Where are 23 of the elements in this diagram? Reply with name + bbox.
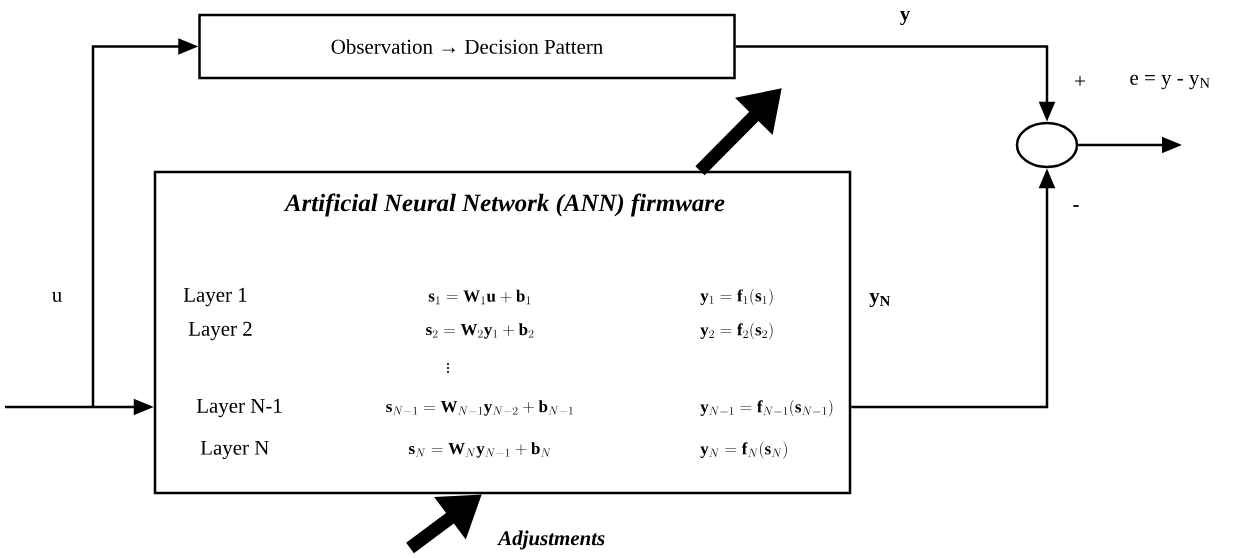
layer-label: Layer N-1 [196,398,282,418]
edge-label: y$_{N}$ [869,292,891,308]
edge-label: u [52,292,62,302]
sign-label: - [1073,205,1079,207]
layer-equation: $\mathbf{s}_2 = \mathbf{W}_2\mathbf{y}_1 + \mathbf{b}_2$ [426,323,534,339]
edge-label: Adjustments [497,530,605,550]
error-label: e = y - y$_{N}$ [1130,74,1210,90]
layer-equation: $\mathbf{y}_1 = \mathbf{f}_1(\mathbf{s}_1)$ [700,288,773,306]
vertical-ellipsis: $\vdots$ [447,363,449,373]
process-box: Observation → Decision Pattern [198,13,736,80]
layer-equation: $\mathbf{s}_{N-1} = \mathbf{W}_{N-1}\mathbf{y}_{N-2} + \mathbf{b}_{N-1}$ [386,400,573,416]
edge-label: y [900,10,910,26]
layer-label: Layer N [200,440,269,460]
layer-equation: $\mathbf{s}_N = \mathbf{W}_N\mathbf{y}_{N-1} + \mathbf{b}_N$ [409,442,551,458]
layer-equation: $\mathbf{y}_{N-1} = \mathbf{f}_{N-1}(\mathbf{s}_{N-1})$ [700,399,833,417]
sign-label: + [1075,76,1085,86]
box-title: Artificial Neural Network (ANN) firmware [283,193,725,217]
layer-equation: $\mathbf{y}_N = \mathbf{f}_N(\mathbf{s}_N)$ [700,441,787,459]
summing-junction [1015,121,1079,169]
layer-label: Layer 2 [188,321,252,341]
layer-label: Layer 1 [183,287,247,307]
layer-equation: $\mathbf{s}_1 = \mathbf{W}_1\mathbf{u} + \mathbf{b}_1$ [428,289,531,305]
layer-equation: $\mathbf{y}_2 = \mathbf{f}_2(\mathbf{s}_2)$ [700,322,773,340]
